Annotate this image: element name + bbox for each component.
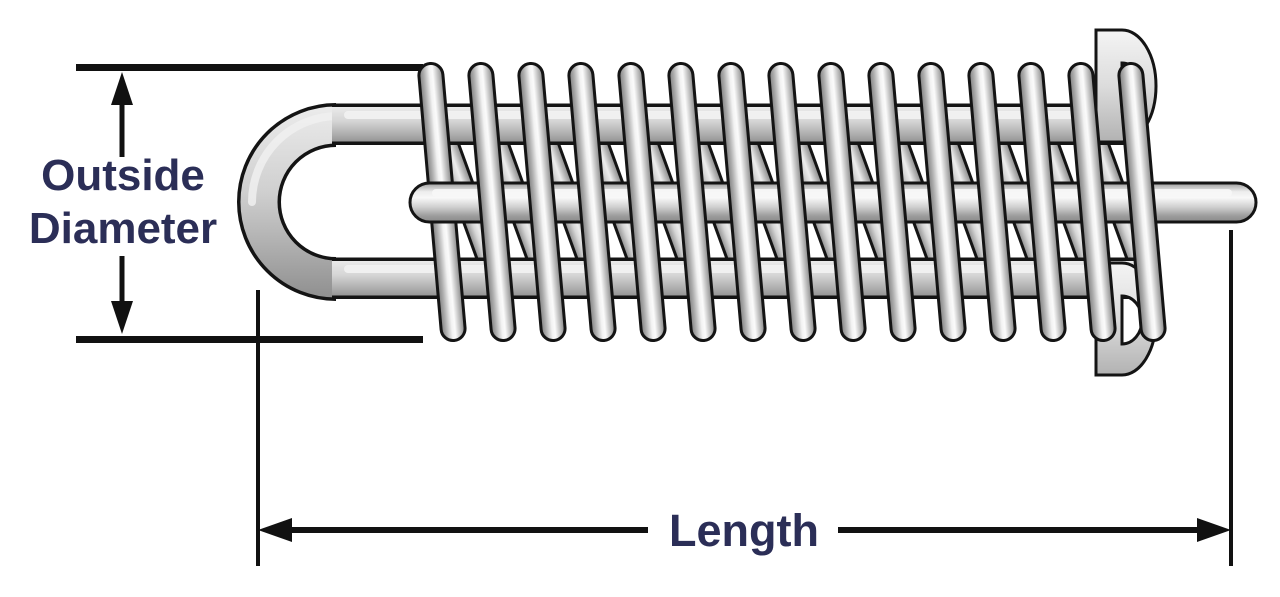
- coil-strand: [1067, 61, 1117, 343]
- od-bottom-reference-line: [76, 336, 423, 343]
- coil-strand: [817, 61, 867, 343]
- coil-strand: [967, 61, 1017, 343]
- drawbar-loop-body: [240, 106, 337, 298]
- arrow-down-icon: [111, 301, 133, 334]
- spring-illustration: [236, 28, 1258, 377]
- length-extension-line-right: [1229, 230, 1233, 566]
- od-arrow-shaft-up: [119, 101, 125, 157]
- coil-strand: [467, 61, 517, 343]
- outside-diameter-label-line1: Outside: [41, 151, 205, 200]
- drawbar-loop-highlight: [248, 112, 342, 206]
- coil-strand: [867, 61, 917, 343]
- arrow-right-icon: [1197, 518, 1231, 542]
- coil-strand: [617, 61, 667, 343]
- coil-strand: [567, 61, 617, 343]
- arrow-up-icon: [111, 72, 133, 105]
- length-extension-line-left: [256, 290, 260, 566]
- od-arrow-shaft-down: [119, 256, 125, 302]
- coil-strand: [1117, 61, 1167, 343]
- coil-strand: [667, 61, 717, 343]
- length-label: Length: [669, 505, 819, 556]
- coil-strand: [717, 61, 767, 343]
- length-arrow-shaft-right: [838, 527, 1198, 533]
- drawbar-arm-bottom-edge-lower: [332, 295, 1138, 299]
- coil-strand: [767, 61, 817, 343]
- od-top-reference-line: [76, 64, 423, 71]
- front-coils: [467, 61, 1167, 343]
- coil-strand: [917, 61, 967, 343]
- outside-diameter-dimension: Outside Diameter: [29, 64, 423, 343]
- arrow-left-icon: [258, 518, 292, 542]
- length-dimension: Length: [256, 230, 1233, 566]
- outside-diameter-label-line2: Diameter: [29, 204, 217, 253]
- coil-strand: [1017, 61, 1067, 343]
- coil-strand: [517, 61, 567, 343]
- length-arrow-shaft-left: [288, 527, 648, 533]
